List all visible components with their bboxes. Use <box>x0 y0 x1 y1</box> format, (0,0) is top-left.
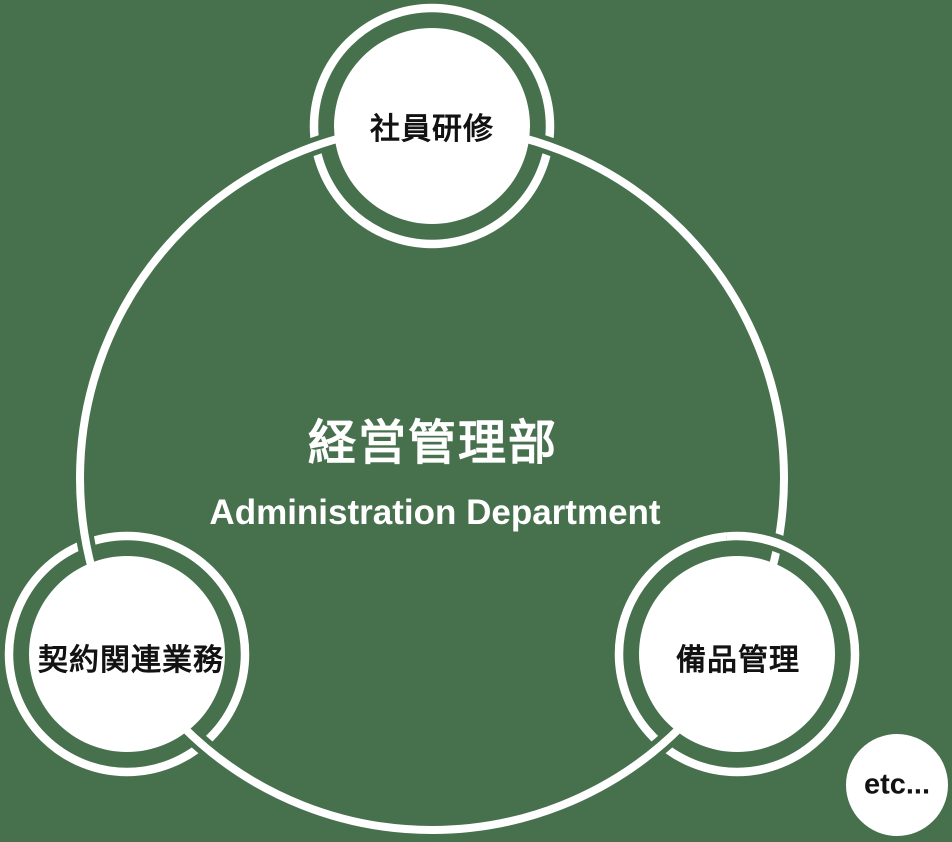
node-circle-employee-training <box>334 28 530 224</box>
node-circle-equipment-management <box>639 556 835 752</box>
diagram-center-title: 経営管理部 <box>307 417 559 470</box>
ring-over-line-arc <box>726 531 824 574</box>
diagram-center-subtitle: Administration Department <box>209 493 661 532</box>
node-label-equipment-management: 備品管理 <box>676 644 800 677</box>
node-ring-contract-work <box>4 531 250 777</box>
node-circle-contract-work <box>29 556 225 752</box>
etc-circle <box>846 734 948 836</box>
node-label-employee-training: 社員研修 <box>370 113 494 146</box>
etc-label: etc... <box>863 768 931 801</box>
node-ring-employee-training <box>309 3 555 249</box>
node-label-contract-work: 契約関連業務 <box>38 644 224 677</box>
